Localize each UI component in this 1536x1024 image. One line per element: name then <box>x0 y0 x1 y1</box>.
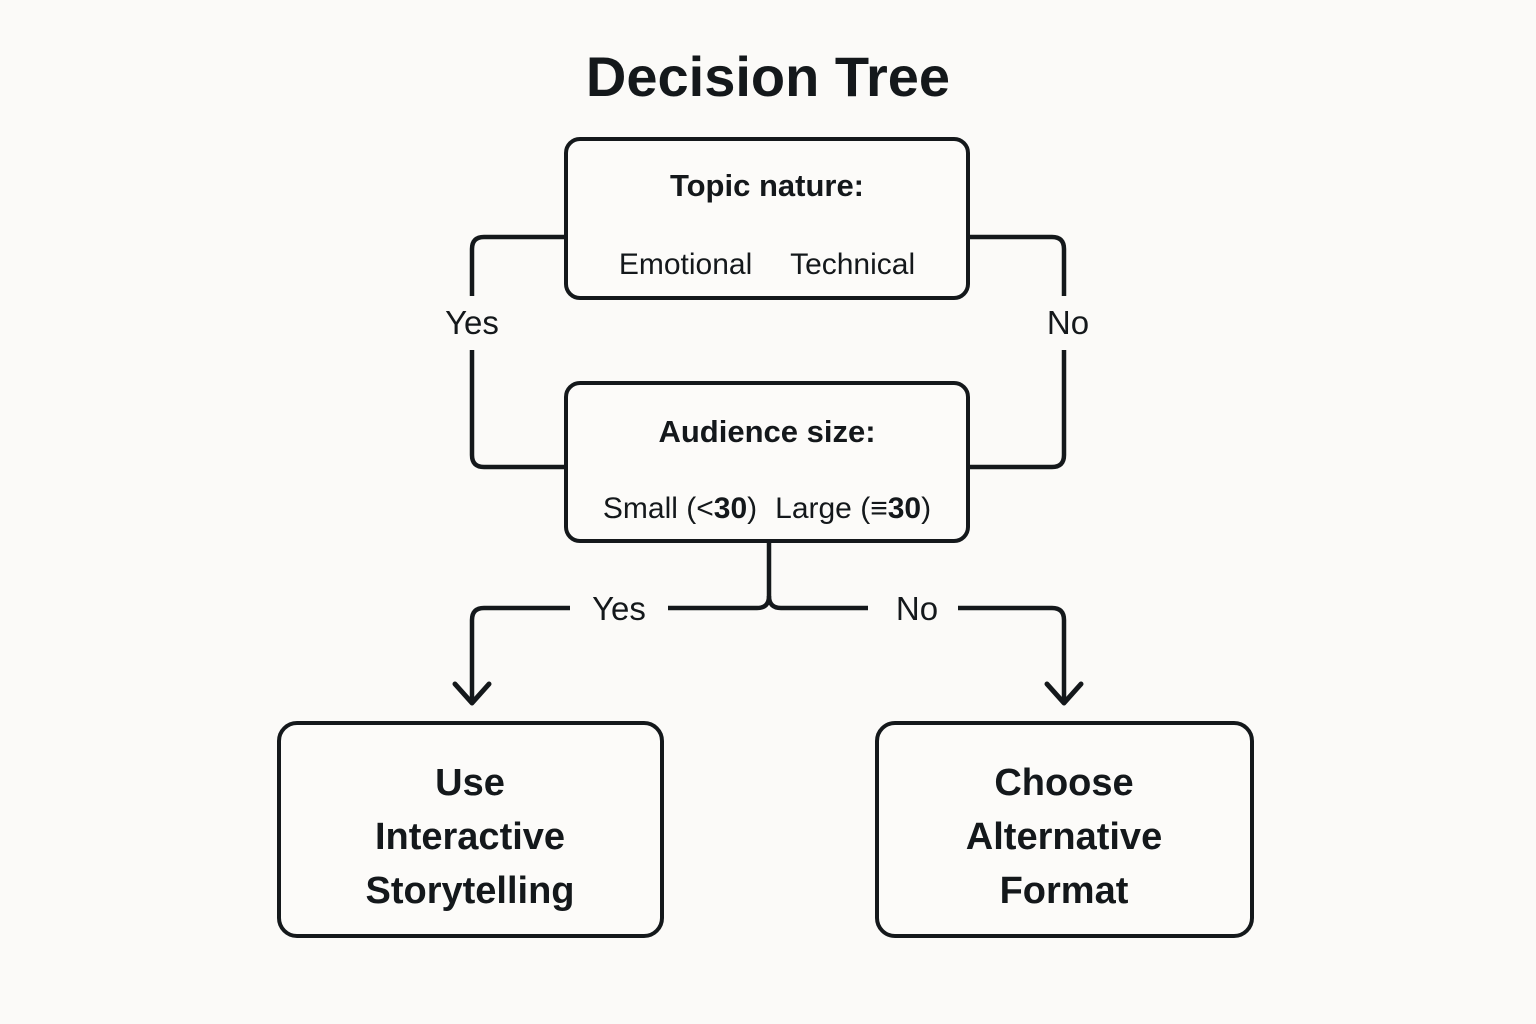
node-topic-nature-options: Emotional Technical <box>619 248 915 281</box>
edge-label-audience-right: No <box>896 590 938 627</box>
edge-audience-left-inner <box>668 595 772 611</box>
node-audience-size[interactable] <box>564 381 970 543</box>
node-topic-nature-option-left: Emotional <box>619 248 752 281</box>
node-topic-nature-option-right: Technical <box>790 248 915 281</box>
outcome-left-line-2: Interactive <box>375 816 565 858</box>
edge-audience-right-inner <box>766 595 868 611</box>
outcome-right-line-3: Format <box>1000 870 1129 912</box>
edge-topic-left-lower <box>469 350 566 470</box>
node-audience-size-option-left-suffix: ) <box>747 492 757 525</box>
node-audience-size-option-right-value: 30 <box>888 492 921 525</box>
node-topic-nature-title: Topic nature: <box>670 168 864 203</box>
edge-audience-left-outer <box>469 605 570 700</box>
node-choose-alternative-format[interactable] <box>875 721 1254 938</box>
node-audience-size-option-right-prefix: Large (≡ <box>775 492 888 525</box>
edge-topic-right-lower <box>968 350 1067 470</box>
edge-topic-left-upper <box>469 234 566 296</box>
arrow-to-right-outcome-icon <box>1044 681 1084 706</box>
node-audience-size-options: Small (<30)Large (≡30) <box>603 492 931 525</box>
outcome-left-line-1: Use <box>435 762 505 804</box>
edge-label-audience-left: Yes <box>592 590 646 627</box>
node-audience-size-option-right-suffix: ) <box>921 492 931 525</box>
page-title: Decision Tree <box>586 45 950 108</box>
node-audience-size-option-left-value: 30 <box>714 492 747 525</box>
outcome-right-line-1: Choose <box>994 762 1133 804</box>
node-audience-size-option-left-prefix: Small (< <box>603 492 714 525</box>
edge-label-topic-right: No <box>1047 304 1089 341</box>
node-topic-nature[interactable] <box>564 137 970 300</box>
node-use-interactive-storytelling[interactable] <box>277 721 664 938</box>
edge-audience-right-outer <box>958 605 1067 700</box>
edge-topic-right-upper <box>968 234 1067 296</box>
node-audience-size-title: Audience size: <box>658 414 875 449</box>
edge-label-topic-left: Yes <box>445 304 499 341</box>
outcome-left-line-3: Storytelling <box>365 870 574 912</box>
arrow-to-left-outcome-icon <box>452 681 492 706</box>
outcome-right-line-2: Alternative <box>966 816 1162 858</box>
